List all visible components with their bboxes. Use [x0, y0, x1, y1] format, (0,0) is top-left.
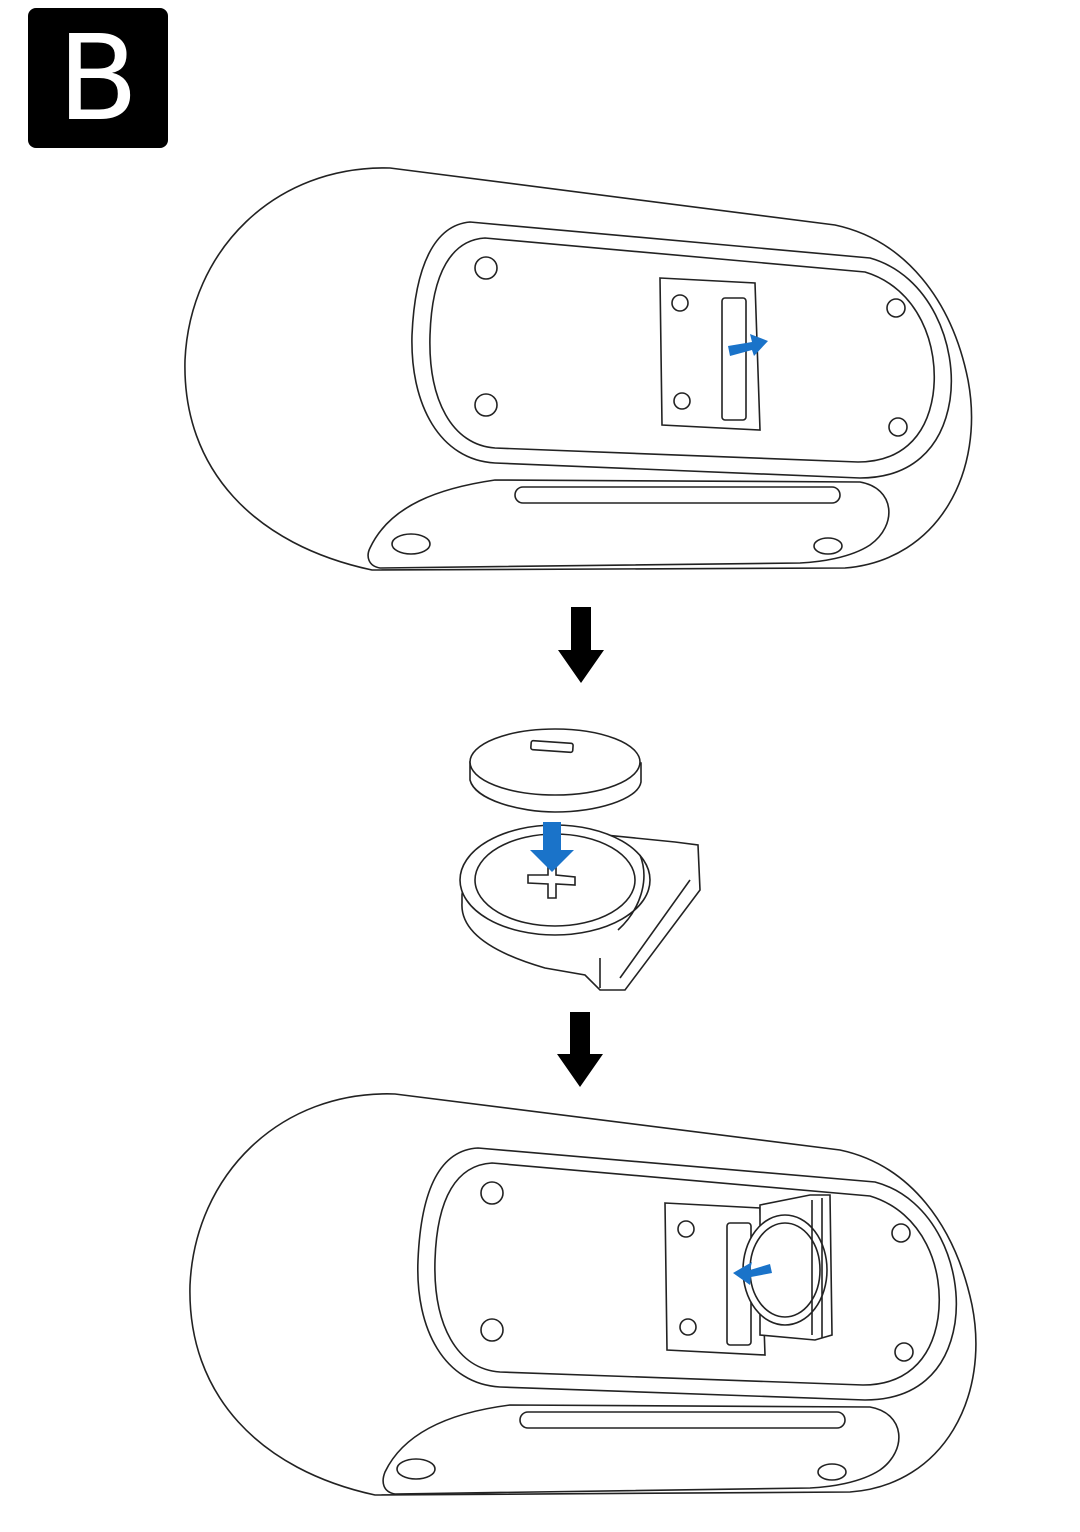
device-panel-outline [411, 221, 953, 479]
step-badge: B [28, 8, 168, 148]
device-body-outline [184, 167, 973, 571]
device-base-outline [382, 1404, 900, 1495]
push-arrow-icon [733, 1262, 772, 1285]
arrow-down-icon [557, 1012, 603, 1087]
device-after [189, 1093, 977, 1496]
device-before [184, 167, 973, 571]
arrow-down-icon [558, 607, 604, 683]
device-body-outline [189, 1093, 977, 1496]
device-base-outline [367, 479, 890, 569]
slide-arrow-icon [728, 334, 768, 356]
coin-battery [469, 728, 642, 813]
inserted-battery-tray [742, 1194, 833, 1341]
step-label: B [57, 9, 139, 147]
minus-icon [530, 739, 574, 754]
insert-arrow-icon [530, 822, 574, 872]
device-panel-outline [417, 1147, 958, 1401]
battery-tray [459, 824, 701, 991]
